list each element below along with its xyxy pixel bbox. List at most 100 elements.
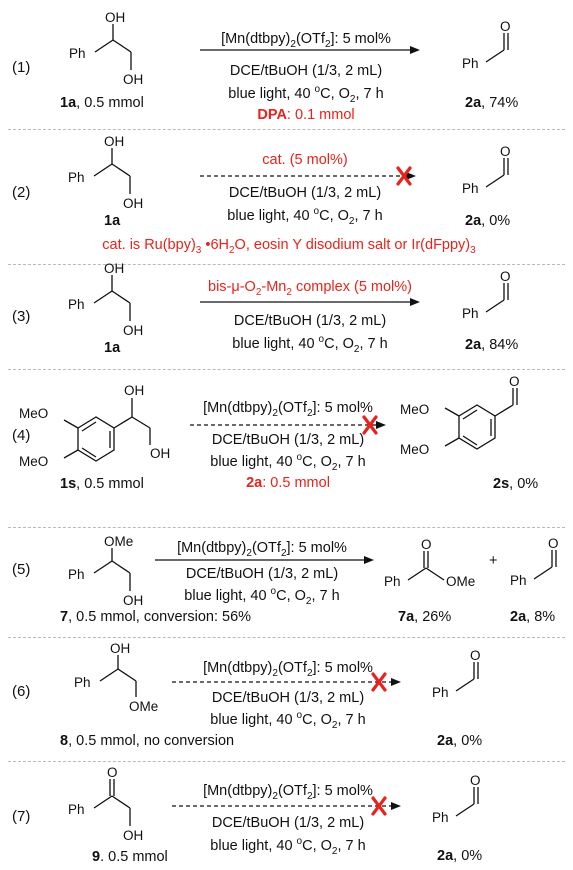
svg-text:OH: OH	[150, 446, 170, 461]
product-label: 2a, 84%	[465, 337, 519, 353]
svg-text:OH: OH	[124, 383, 144, 398]
structure-2s: O MeO MeO	[400, 374, 520, 457]
product-label: 2a, 0%	[437, 733, 483, 749]
structure-7: OMe Ph OH	[68, 534, 143, 608]
entry-number: (4)	[12, 427, 31, 444]
starting-material-label: 1s, 0.5 mmol	[60, 476, 144, 492]
x-icon	[362, 415, 378, 435]
starting-material-label: 1a, 0.5 mmol	[60, 95, 144, 111]
separator	[8, 527, 565, 528]
entry-number: (3)	[12, 308, 31, 325]
svg-text:OH: OH	[105, 10, 125, 25]
condition-catalyst: [Mn(dtbpy)2(OTf2]: 5 mol%	[203, 400, 373, 419]
svg-text:Ph: Ph	[462, 306, 479, 321]
svg-text:Ph: Ph	[68, 802, 85, 817]
condition-catalyst: [Mn(dtbpy)2(OTf2]: 5 mol%	[177, 540, 347, 559]
structure-8: OH Ph OMe	[74, 641, 158, 714]
product-label: 7a, 26%	[398, 609, 452, 625]
structure-2a: O Ph	[462, 144, 511, 196]
svg-text:OH: OH	[104, 261, 124, 276]
condition-catalyst: [Mn(dtbpy)2(OTf2]: 5 mol%	[203, 660, 373, 679]
entry-number: (5)	[12, 561, 31, 578]
condition-catalyst: [Mn(dtbpy)2(OTf2]: 5 mol%	[221, 31, 391, 50]
starting-material-label: 1a	[104, 213, 121, 229]
separator	[8, 761, 565, 762]
condition-additive: 2a: 0.5 mmol	[246, 475, 330, 491]
svg-text:Ph: Ph	[462, 56, 479, 71]
condition-light: blue light, 40 oC, O2, 7 h	[228, 84, 384, 105]
condition-solvent: DCE/tBuOH (1/3, 2 mL)	[233, 313, 387, 329]
structure-1a: OH Ph OH	[68, 134, 143, 211]
x-icon	[371, 672, 387, 692]
entry-number: (1)	[12, 59, 31, 76]
svg-text:OH: OH	[123, 323, 143, 338]
product-label: 2a, 0%	[437, 848, 483, 864]
svg-text:Ph: Ph	[510, 573, 527, 588]
structure-1a: OH Ph OH	[68, 261, 143, 338]
condition-additive: DPA: 0.1 mmol	[257, 107, 355, 123]
condition-light: blue light, 40 oC, O2, 7 h	[184, 586, 340, 607]
reaction-arrow-dashed	[190, 421, 386, 429]
starting-material-label: 8, 0.5 mmol, no conversion	[60, 733, 235, 749]
condition-light: blue light, 40 oC, O2, 7 h	[232, 334, 388, 355]
structure-2a: O Ph	[432, 648, 481, 700]
svg-text:Ph: Ph	[74, 675, 91, 690]
entry-number: (2)	[12, 184, 31, 201]
plus-sign: +	[489, 553, 498, 569]
structure-2a: O Ph	[432, 773, 481, 825]
product-label: 2a, 8%	[510, 609, 556, 625]
svg-text:MeO: MeO	[400, 402, 429, 417]
structure-1s: OH OH MeO MeO	[19, 383, 170, 469]
separator	[8, 369, 565, 370]
condition-light: blue light, 40 oC, O2, 7 h	[210, 710, 366, 731]
condition-solvent: DCE/tBuOH (1/3, 2 mL)	[185, 566, 339, 582]
condition-catalyst: [Mn(dtbpy)2(OTf2]: 5 mol%	[203, 783, 373, 802]
reaction-arrow-dashed	[172, 678, 401, 686]
svg-text:MeO: MeO	[19, 454, 48, 469]
svg-text:O: O	[421, 537, 432, 552]
svg-text:O: O	[470, 773, 481, 788]
reaction-arrow	[200, 298, 420, 306]
svg-text:OMe: OMe	[129, 699, 158, 714]
condition-solvent: DCE/tBuOH (1/3, 2 mL)	[211, 815, 365, 831]
separator	[8, 637, 565, 638]
condition-solvent: DCE/tBuOH (1/3, 2 mL)	[228, 185, 382, 201]
structure-1a: OH Ph OH	[69, 10, 143, 87]
reaction-arrow	[200, 46, 420, 54]
svg-text:Ph: Ph	[68, 567, 85, 582]
svg-text:O: O	[548, 536, 559, 551]
svg-text:OH: OH	[104, 134, 124, 149]
svg-text:O: O	[500, 19, 511, 34]
svg-text:Ph: Ph	[462, 181, 479, 196]
entry-number: (6)	[12, 683, 31, 700]
catalyst-note: cat. is Ru(bpy)3 •6H2O, eosin Y disodium…	[102, 237, 476, 256]
condition-light: blue light, 40 oC, O2, 7 h	[227, 206, 383, 227]
svg-text:O: O	[107, 765, 118, 780]
separator	[8, 129, 565, 130]
svg-text:Ph: Ph	[69, 46, 86, 61]
svg-text:O: O	[500, 269, 511, 284]
svg-text:O: O	[470, 648, 481, 663]
starting-material-label: 9. 0.5 mmol	[92, 849, 168, 865]
svg-text:O: O	[500, 144, 511, 159]
svg-text:O: O	[509, 374, 520, 389]
condition-light: blue light, 40 oC, O2, 7 h	[210, 836, 366, 857]
structure-2a: O Ph	[510, 536, 559, 588]
starting-material-label: 7, 0.5 mmol, conversion: 56%	[60, 609, 252, 625]
svg-text:OH: OH	[110, 641, 130, 656]
product-label: 2s, 0%	[493, 476, 539, 492]
condition-catalyst: cat. (5 mol%)	[262, 152, 348, 168]
svg-text:OH: OH	[123, 196, 143, 211]
product-label: 2a, 74%	[465, 95, 519, 111]
x-icon	[371, 796, 387, 816]
reaction-arrow-dashed	[200, 172, 416, 180]
svg-text:MeO: MeO	[19, 406, 48, 421]
svg-text:MeO: MeO	[400, 442, 429, 457]
entry-number: (7)	[12, 808, 31, 825]
structure-2a: O Ph	[462, 19, 511, 71]
svg-text:OH: OH	[123, 828, 143, 843]
condition-solvent: DCE/tBuOH (1/3, 2 mL)	[229, 63, 383, 79]
svg-text:Ph: Ph	[68, 297, 85, 312]
